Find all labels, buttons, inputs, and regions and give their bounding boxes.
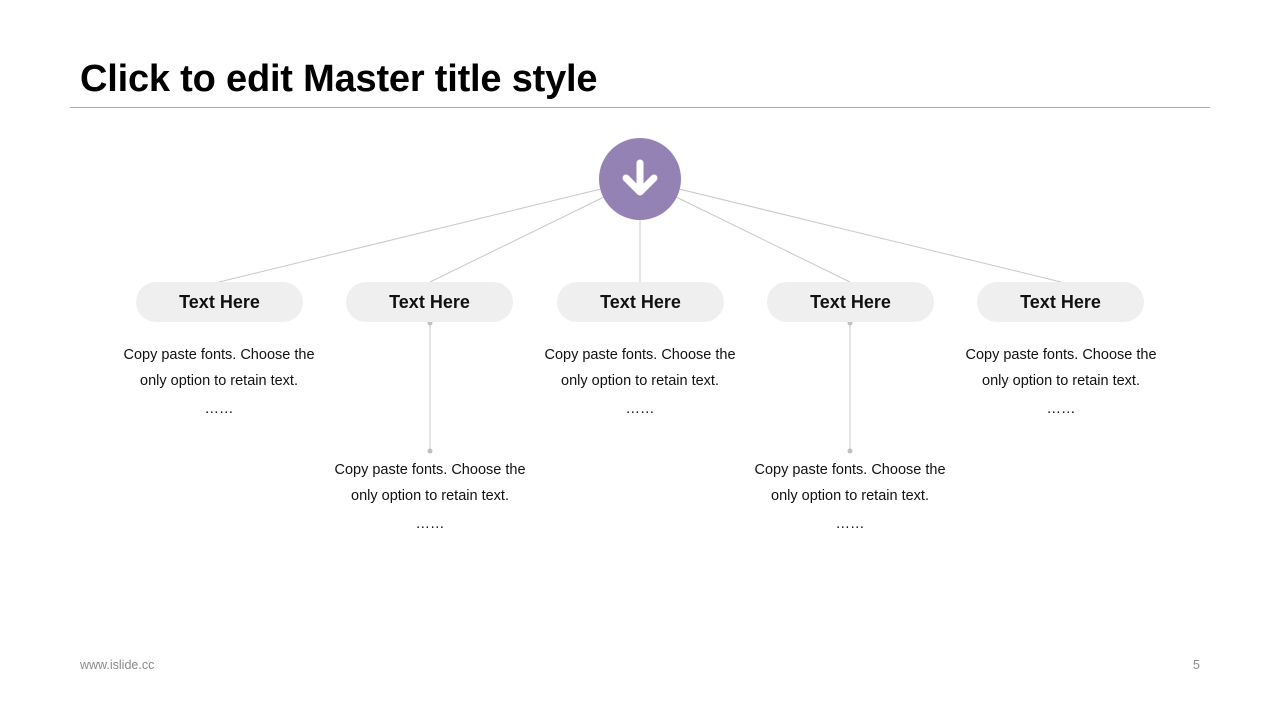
description-ellipsis: …… <box>625 401 655 417</box>
description-ellipsis: …… <box>835 516 865 532</box>
node-description-4[interactable]: Copy paste fonts. Choose the only option… <box>740 457 960 539</box>
description-ellipsis: …… <box>1046 401 1076 417</box>
description-line-1: Copy paste fonts. Choose the <box>754 462 946 478</box>
page-number: 5 <box>1193 658 1200 672</box>
node-description-1[interactable]: Copy paste fonts. Choose the only option… <box>109 342 329 424</box>
node-pill-3[interactable]: Text Here <box>557 282 724 322</box>
description-ellipsis: …… <box>204 401 234 417</box>
footer-url[interactable]: www.islide.cc <box>80 658 155 672</box>
stem-dot-bottom-2 <box>427 448 433 454</box>
description-line-1: Copy paste fonts. Choose the <box>965 347 1157 363</box>
title-divider <box>70 107 1210 108</box>
stem-dot-bottom-4 <box>847 448 853 454</box>
node-pill-2[interactable]: Text Here <box>346 282 513 322</box>
description-line-2: only option to retain text. <box>982 373 1140 389</box>
arrow-down-icon <box>622 159 658 196</box>
description-line-2: only option to retain text. <box>561 373 719 389</box>
node-description-2[interactable]: Copy paste fonts. Choose the only option… <box>320 457 540 539</box>
node-pill-5[interactable]: Text Here <box>977 282 1144 322</box>
connector-node-4 <box>673 195 851 283</box>
node-pill-1[interactable]: Text Here <box>136 282 303 322</box>
description-line-1: Copy paste fonts. Choose the <box>544 347 736 363</box>
node-description-3[interactable]: Copy paste fonts. Choose the only option… <box>530 342 750 424</box>
node-pill-4[interactable]: Text Here <box>767 282 934 322</box>
connector-node-1 <box>218 187 606 283</box>
description-line-1: Copy paste fonts. Choose the <box>123 347 315 363</box>
description-line-1: Copy paste fonts. Choose the <box>334 462 526 478</box>
connector-node-2 <box>429 195 607 283</box>
description-line-2: only option to retain text. <box>140 373 298 389</box>
description-ellipsis: …… <box>415 516 445 532</box>
node-description-5[interactable]: Copy paste fonts. Choose the only option… <box>951 342 1171 424</box>
slide-title[interactable]: Click to edit Master title style <box>80 58 598 100</box>
description-line-2: only option to retain text. <box>771 488 929 504</box>
connector-node-5 <box>674 187 1062 283</box>
hub-circle[interactable] <box>599 138 681 220</box>
description-line-2: only option to retain text. <box>351 488 509 504</box>
